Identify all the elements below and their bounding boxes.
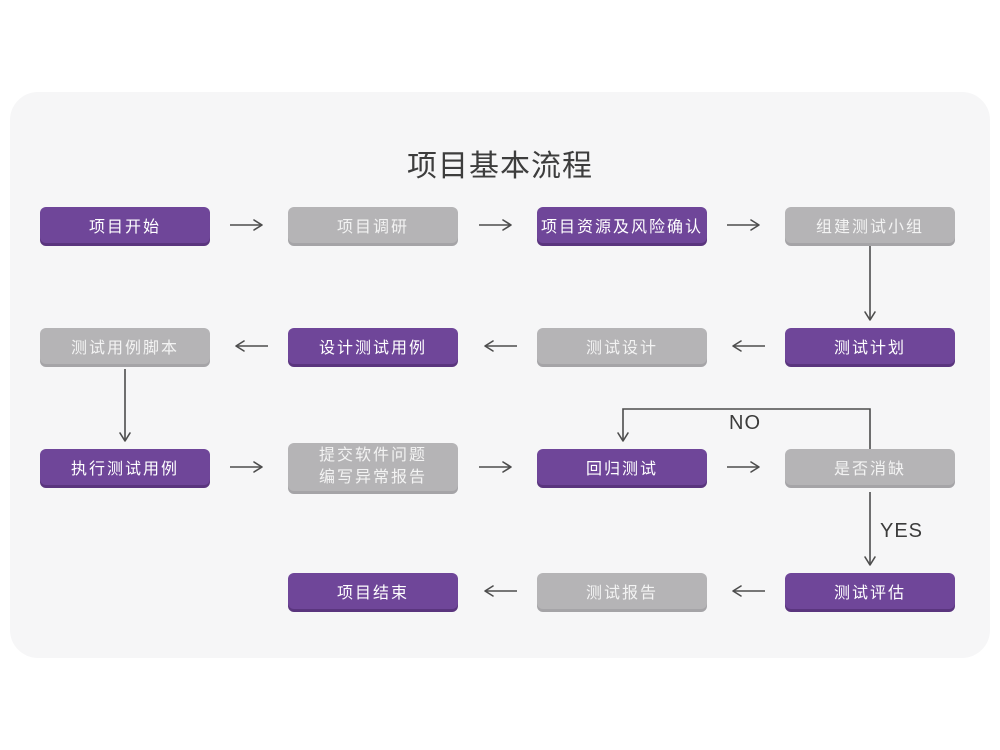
node-project-end: 项目结束 (288, 573, 458, 609)
node-build-test-team: 组建测试小组 (785, 207, 955, 243)
node-test-plan: 测试计划 (785, 328, 955, 364)
node-design-test-cases: 设计测试用例 (288, 328, 458, 364)
node-execute-test-cases: 执行测试用例 (40, 449, 210, 485)
node-test-evaluation: 测试评估 (785, 573, 955, 609)
flowchart-card (10, 92, 990, 658)
node-project-start: 项目开始 (40, 207, 210, 243)
node-test-case-script: 测试用例脚本 (40, 328, 210, 364)
node-resource-risk: 项目资源及风险确认 (537, 207, 707, 243)
node-test-design: 测试设计 (537, 328, 707, 364)
yes-branch-label: YES (880, 520, 924, 542)
node-project-research: 项目调研 (288, 207, 458, 243)
no-branch-label: NO (729, 412, 761, 434)
page-title: 项目基本流程 (407, 150, 593, 183)
node-test-report: 测试报告 (537, 573, 707, 609)
node-submit-issues-report: 提交软件问题 编写异常报告 (288, 443, 458, 491)
node-regression-test: 回归测试 (537, 449, 707, 485)
node-defect-cleared: 是否消缺 (785, 449, 955, 485)
